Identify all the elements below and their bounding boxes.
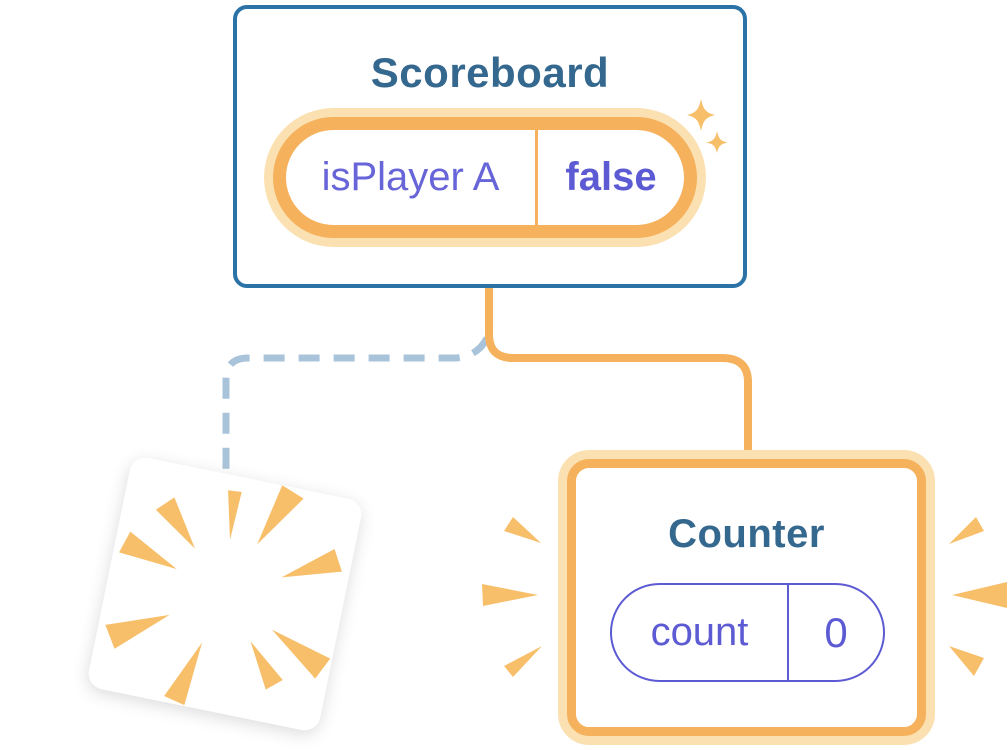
state-value: 0	[824, 608, 848, 656]
scoreboard-title: Scoreboard	[370, 49, 610, 96]
counter-title: Counter	[668, 512, 825, 556]
state-value: false	[565, 155, 657, 199]
connector-dashed-line	[222, 336, 491, 470]
scoreboard-state-pill: isPlayer A false	[273, 117, 697, 238]
connector-solid-line	[485, 287, 752, 456]
burst-icon	[105, 485, 342, 706]
counter-state-pill: count 0	[610, 583, 885, 682]
destroyed-component-card	[85, 454, 365, 734]
state-key: isPlayer A	[286, 130, 538, 225]
state-key: count	[612, 585, 789, 680]
